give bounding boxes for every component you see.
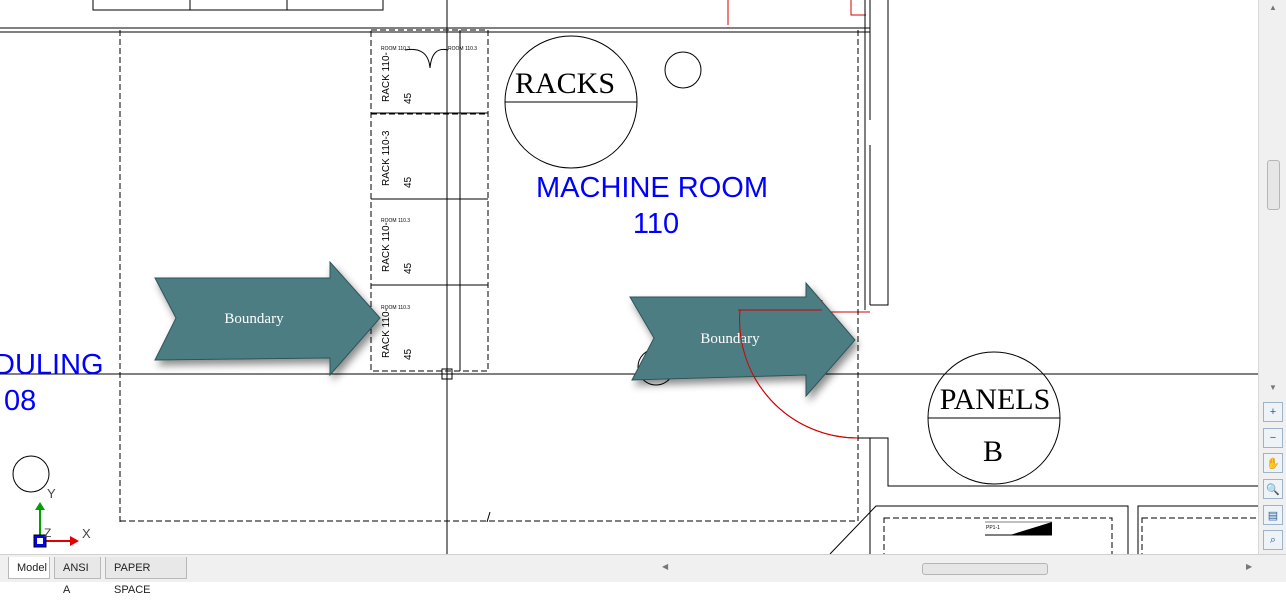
panels-tag-top-text: PANELS — [940, 383, 1051, 416]
layout-tab-ansi-a[interactable]: ANSI A — [54, 557, 101, 596]
boundary-arrow-right[interactable]: Boundary — [629, 281, 856, 398]
nav-tool-glyph: 🔍 — [1266, 483, 1280, 496]
scroll-left-arrow-icon[interactable]: ◀ — [662, 562, 669, 571]
floor-plan-drawing[interactable]: ROOM 110.3 ROOM 110.3 ROOM 110.3 ROOM 11… — [0, 0, 1258, 554]
svg-text:ROOM 110.3: ROOM 110.3 — [448, 46, 477, 52]
nav-tool-glyph: ✋ — [1266, 457, 1280, 470]
ucs-icon: X Y Z — [33, 486, 91, 548]
rack-value: 45 — [403, 92, 414, 104]
zoom-extents-icon[interactable]: ⌕ — [1263, 530, 1283, 550]
ucs-z-label: Z — [44, 526, 51, 540]
top-table — [92, 0, 384, 11]
nav-tool-glyph: ▤ — [1267, 509, 1279, 522]
svg-text:ROOM 110.3: ROOM 110.3 — [381, 305, 410, 311]
layout-tab-paper-space[interactable]: PAPER SPACE — [105, 557, 187, 596]
rack-value: 45 — [403, 262, 414, 274]
vertical-scroll-thumb[interactable] — [1267, 160, 1280, 210]
nav-tool-glyph: ⌕ — [1269, 533, 1277, 546]
scroll-up-arrow-icon[interactable]: ▲ — [1269, 3, 1277, 12]
red-door-swing-arc — [739, 309, 859, 439]
wall-lines — [0, 0, 1258, 554]
rack-tiny-labels: ROOM 110.3 ROOM 110.3 ROOM 110.3 ROOM 11… — [381, 46, 477, 311]
rack-grid — [371, 30, 491, 523]
boundary-arrow-left[interactable]: Boundary — [154, 260, 381, 377]
horizontal-scrollbar[interactable]: ◀ ▶ — [660, 559, 1258, 577]
circles — [12, 35, 1061, 493]
boundary-arrow-right-label: Boundary — [700, 331, 760, 347]
nav-tool-glyph: − — [1269, 432, 1277, 444]
svg-text:ROOM 110.3: ROOM 110.3 — [381, 218, 410, 224]
ucs-x-label: X — [82, 526, 91, 541]
pan-hand-icon[interactable]: ✋ — [1263, 453, 1283, 473]
scroll-down-arrow-icon[interactable]: ▼ — [1269, 383, 1277, 392]
rack-label: RACK 110- — [381, 308, 392, 358]
room-number-110: 110 — [633, 208, 679, 240]
room-name-scheduling: DULING — [0, 349, 104, 381]
boundary-arrow-left-label: Boundary — [224, 311, 284, 327]
zoom-out-icon[interactable]: − — [1263, 428, 1283, 448]
svg-text:PP1-1: PP1-1 — [986, 525, 1000, 531]
rack-label: RACK 110- — [381, 52, 392, 102]
ucs-y-label: Y — [47, 486, 56, 501]
zoom-realtime-icon[interactable]: 🔍 — [1263, 479, 1283, 499]
panel-hatch: PP1-1 — [985, 521, 1052, 536]
zoom-in-icon[interactable]: + — [1263, 402, 1283, 422]
panels-tag-bottom-text: B — [983, 435, 1003, 468]
rack-label: RACK 110- — [381, 222, 392, 272]
zoom-window-icon[interactable]: ▤ — [1263, 505, 1283, 525]
horizontal-scroll-thumb[interactable] — [922, 563, 1048, 575]
scroll-right-arrow-icon[interactable]: ▶ — [1246, 562, 1253, 571]
racks-tag-text: RACKS — [515, 67, 615, 100]
layout-tab-model[interactable]: Model — [8, 557, 50, 579]
room-number-108: 08 — [4, 385, 36, 417]
room-name-machine-room: MACHINE ROOM — [536, 172, 768, 204]
room-boundaries — [119, 29, 1258, 554]
rack-value: 45 — [403, 348, 414, 360]
rack-value: 45 — [403, 176, 414, 188]
rack-label: RACK 110-3 — [381, 130, 392, 186]
svg-text:ROOM 110.3: ROOM 110.3 — [381, 46, 410, 52]
nav-tool-glyph: + — [1269, 406, 1277, 418]
drawing-canvas[interactable]: ROOM 110.3 ROOM 110.3 ROOM 110.3 ROOM 11… — [0, 0, 1258, 554]
